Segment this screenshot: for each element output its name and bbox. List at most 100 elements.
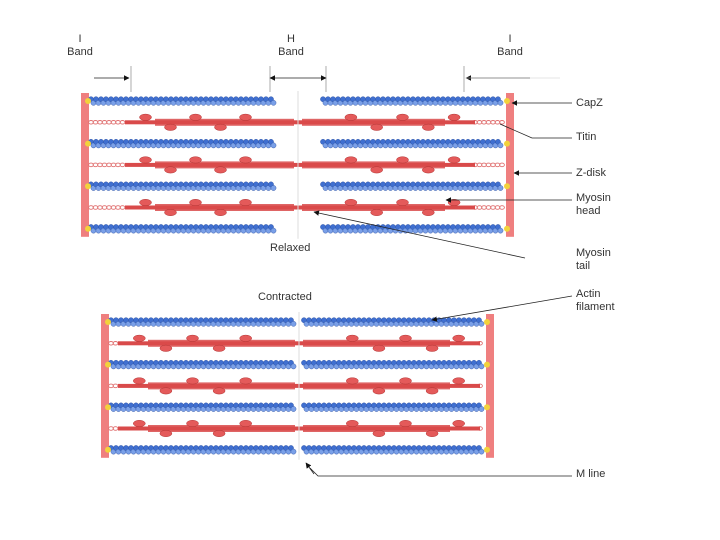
myosin-head xyxy=(346,334,359,342)
relaxed-sarcomere xyxy=(81,91,514,239)
myosin-head xyxy=(164,123,177,131)
capz-cap xyxy=(85,140,91,147)
actin-filament xyxy=(301,317,485,327)
myosin-head xyxy=(422,166,435,174)
myosin-head xyxy=(452,334,465,342)
capz-cap xyxy=(484,404,490,411)
myosin-head xyxy=(214,123,227,131)
z-disk-left xyxy=(81,93,89,237)
myosin-head xyxy=(186,420,199,427)
capz-cap xyxy=(484,319,490,325)
myosin-head xyxy=(370,123,383,131)
myosin-head xyxy=(239,334,252,342)
myosin-head xyxy=(422,209,435,216)
myosin-head xyxy=(239,377,252,385)
titin-spring xyxy=(108,426,119,431)
myosin-head xyxy=(396,113,409,121)
myosin-tail-arrow xyxy=(313,210,526,259)
titin-spring xyxy=(108,383,119,389)
actin-filament xyxy=(88,181,277,191)
titin-spring xyxy=(472,120,505,125)
myosin-tail xyxy=(125,120,475,125)
myosin-head xyxy=(133,420,146,427)
capz-cap xyxy=(504,225,510,232)
capz-cap xyxy=(105,319,111,325)
myosin-head xyxy=(447,113,461,121)
myosin-head xyxy=(164,209,177,216)
myosin-head xyxy=(372,430,386,437)
myosin-head xyxy=(239,156,252,164)
myosin-head xyxy=(159,387,173,395)
myosin-head xyxy=(159,344,173,352)
actin-filament xyxy=(320,96,504,106)
myosin-head xyxy=(133,377,146,385)
myosin-head xyxy=(139,156,152,164)
actin-filament-arrow xyxy=(431,295,573,322)
myosin-head xyxy=(399,377,412,385)
myosin-head xyxy=(139,199,152,206)
titin-spring xyxy=(88,162,126,168)
capz-cap xyxy=(484,446,490,453)
myosin-head xyxy=(239,420,252,427)
myosin-head xyxy=(370,209,383,216)
myosin-head xyxy=(344,199,358,206)
myosin-head xyxy=(344,156,358,164)
z-disk-label: Z-disk xyxy=(576,167,606,179)
z-disk-right xyxy=(506,93,514,237)
m-line-arrow xyxy=(305,462,315,475)
myosin-head xyxy=(422,123,435,131)
myosin-head xyxy=(447,156,461,164)
myosin-head xyxy=(239,199,252,206)
myosin-head xyxy=(372,344,386,352)
capz-label: CapZ xyxy=(576,97,603,109)
capz-cap xyxy=(105,404,111,411)
actin-filament xyxy=(301,402,485,412)
actin-filament xyxy=(108,359,297,370)
titin-label: Titin xyxy=(576,131,597,143)
z-disk-left xyxy=(101,314,109,458)
myosin-head xyxy=(372,387,386,395)
myosin-tail xyxy=(125,162,475,167)
actin-filament xyxy=(301,445,485,455)
myosin-head xyxy=(425,387,439,395)
myosin-head xyxy=(214,209,227,216)
myosin-head xyxy=(186,377,199,385)
myosin-head xyxy=(212,344,226,352)
actin-filament xyxy=(320,181,504,191)
actin-filament xyxy=(88,138,277,149)
myosin-head xyxy=(452,420,465,427)
myosin-head xyxy=(370,166,383,174)
actin-filament xyxy=(108,402,297,412)
actin-filament xyxy=(108,317,297,327)
myosin-head xyxy=(399,334,412,342)
myosin-head xyxy=(346,377,359,385)
myosin-head xyxy=(189,199,202,206)
capz-cap xyxy=(105,361,111,368)
myosin-head xyxy=(399,420,412,427)
myosin-head xyxy=(396,199,409,206)
myosin-head xyxy=(159,430,173,437)
m-line-label: M line xyxy=(576,468,606,480)
myosin-head xyxy=(212,430,226,437)
titin-spring xyxy=(88,120,126,125)
actin-filament xyxy=(301,359,485,370)
titin-spring xyxy=(472,205,505,210)
capz-cap xyxy=(85,98,91,104)
myosin-head xyxy=(239,113,252,121)
actin-filament xyxy=(88,224,277,234)
capz-cap xyxy=(504,98,510,104)
capz-cap xyxy=(85,225,91,232)
capz-cap xyxy=(484,361,490,368)
relaxed-label: Relaxed xyxy=(270,242,311,254)
myosin-filament xyxy=(125,199,475,216)
capz-cap xyxy=(504,140,510,147)
myosin-head xyxy=(164,166,177,174)
callout-arrows xyxy=(94,66,573,477)
myosin-head xyxy=(214,166,227,174)
